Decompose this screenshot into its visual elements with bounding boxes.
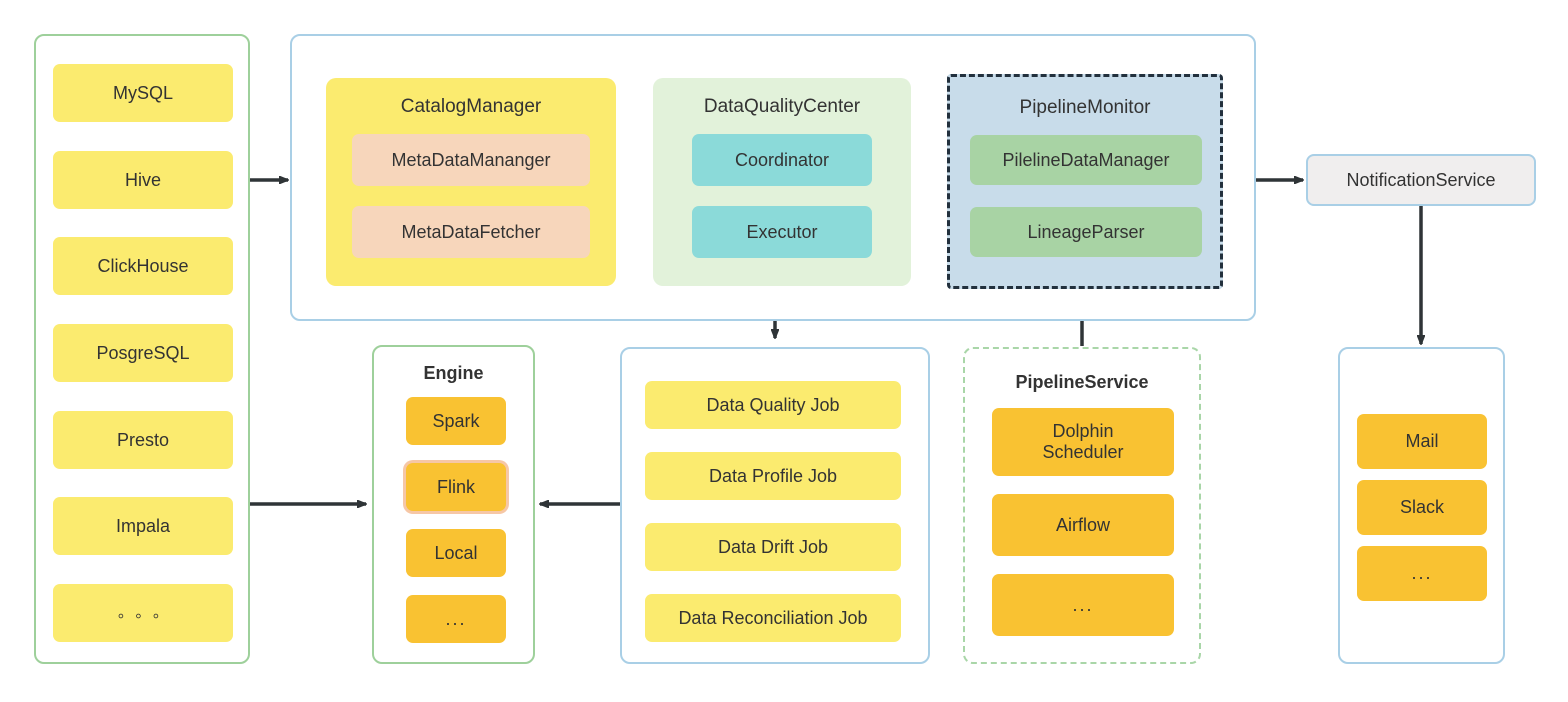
job-data-quality[interactable]: Data Quality Job	[645, 381, 901, 429]
notification-service-box[interactable]: NotificationService	[1306, 154, 1536, 206]
pipeline-monitor-title: PipelineMonitor	[1019, 97, 1151, 118]
data-source-more[interactable]: 。。。	[53, 584, 233, 642]
job-data-reconciliation[interactable]: Data Reconciliation Job	[645, 594, 901, 642]
job-data-drift[interactable]: Data Drift Job	[645, 523, 901, 571]
data-source-hive[interactable]: Hive	[53, 151, 233, 209]
jobs-panel: Data Quality Job Data Profile Job Data D…	[620, 347, 930, 664]
data-quality-center-group: DataQualityCenter Coordinator Executor	[653, 78, 911, 286]
data-quality-center-title: DataQualityCenter	[703, 96, 861, 117]
pipeline-airflow-chip[interactable]: Airflow	[992, 494, 1174, 556]
catalog-manager-title: CatalogManager	[400, 96, 542, 117]
engine-flink-chip[interactable]: Flink	[406, 463, 506, 511]
executor-chip[interactable]: Executor	[692, 206, 872, 258]
channel-mail-chip[interactable]: Mail	[1357, 414, 1487, 469]
pileline-data-manager-chip[interactable]: PilelineDataManager	[970, 135, 1202, 185]
notification-channels-panel: Mail Slack ...	[1338, 347, 1505, 664]
catalog-manager-group: CatalogManager MetaDataMananger MetaData…	[326, 78, 616, 286]
engine-title: Engine	[423, 363, 484, 383]
channel-slack-chip[interactable]: Slack	[1357, 480, 1487, 535]
pipeline-service-title: PipelineService	[1015, 372, 1149, 392]
data-sources-panel: MySQL Hive ClickHouse PosgreSQL Presto I…	[34, 34, 250, 664]
engine-spark-chip[interactable]: Spark	[406, 397, 506, 445]
metadata-fetcher-chip[interactable]: MetaDataFetcher	[352, 206, 590, 258]
engine-more-chip[interactable]: ...	[406, 595, 506, 643]
pipeline-monitor-group: PipelineMonitor PilelineDataManager Line…	[947, 74, 1223, 289]
pipeline-more-chip[interactable]: ...	[992, 574, 1174, 636]
metadata-mananger-chip[interactable]: MetaDataMananger	[352, 134, 590, 186]
data-source-impala[interactable]: Impala	[53, 497, 233, 555]
data-source-posgresql[interactable]: PosgreSQL	[53, 324, 233, 382]
lineage-parser-chip[interactable]: LineageParser	[970, 207, 1202, 257]
pipeline-dolphin-scheduler-chip[interactable]: Dolphin Scheduler	[992, 408, 1174, 476]
coordinator-chip[interactable]: Coordinator	[692, 134, 872, 186]
pipeline-service-panel: PipelineService Dolphin Scheduler Airflo…	[963, 347, 1201, 664]
data-source-presto[interactable]: Presto	[53, 411, 233, 469]
core-platform-panel: CatalogManager MetaDataMananger MetaData…	[290, 34, 1256, 321]
data-source-mysql[interactable]: MySQL	[53, 64, 233, 122]
data-source-clickhouse[interactable]: ClickHouse	[53, 237, 233, 295]
channel-more-chip[interactable]: ...	[1357, 546, 1487, 601]
job-data-profile[interactable]: Data Profile Job	[645, 452, 901, 500]
engine-local-chip[interactable]: Local	[406, 529, 506, 577]
engine-panel: Engine Spark Flink Local ...	[372, 345, 535, 664]
